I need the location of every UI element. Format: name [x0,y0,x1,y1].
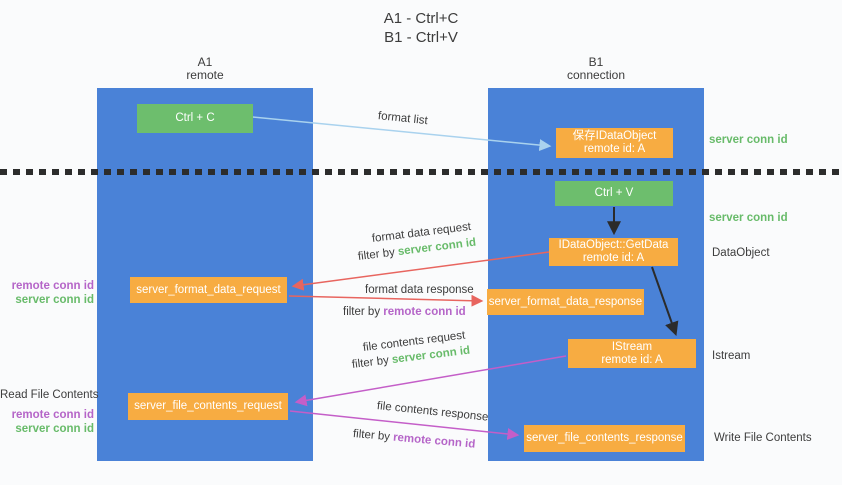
filter-by-remote-conn-id-2: filter by remote conn id [352,427,475,452]
title-line-1: A1 - Ctrl+C [383,10,459,27]
column-b1-name: B1 [588,55,604,69]
filter-by-remote-conn-id-1: filter by remote conn id [343,305,466,319]
column-header-a1: A1 remote [97,56,313,82]
format-data-response-label: format data response [365,284,474,296]
filter-by-text: filter by [352,428,394,444]
column-header-b1: B1 connection [488,56,704,82]
istream-side-label: Istream [712,350,751,362]
filter-by-text: filter by [357,246,399,263]
column-b1-subtitle: connection [566,68,626,82]
server-format-data-response-node: server_format_data_response [487,289,644,315]
file-contents-response-label: file contents response [376,400,489,424]
dataobject-label: DataObject [712,247,770,259]
istream-node: IStream remote id: A [568,339,696,368]
read-file-contents-label: Read File Contents [0,389,99,401]
filter-by-text: filter by [351,354,393,371]
diagram-title: A1 - Ctrl+C B1 - Ctrl+V [0,9,842,47]
left-remote-conn-id-2: remote conn id [11,409,94,421]
save-idataobject-line2: remote id: A [583,143,646,155]
column-a1-subtitle: remote [186,68,224,82]
istream-line2: remote id: A [601,353,663,366]
istream-line1: IStream [611,340,653,353]
format-list-label: format list [377,110,429,128]
ctrl-v-node: Ctrl + V [555,181,673,206]
right-server-conn-id-1: server conn id [709,134,788,146]
write-file-contents-label: Write File Contents [714,432,812,444]
filter-by-text: filter by [343,306,384,318]
getdata-line1: IDataObject::GetData [558,239,669,251]
left-remote-conn-id-1: remote conn id [11,280,94,292]
save-idataobject-line1: 保存IDataObject [572,130,657,142]
server-file-contents-request-label: server_file_contents_request [134,400,282,412]
title-line-2: B1 - Ctrl+V [384,29,458,46]
getdata-line2: remote id: A [582,252,645,264]
server-file-contents-response-node: server_file_contents_response [524,425,685,452]
server-format-data-request-node: server_format_data_request [130,277,287,303]
remote-conn-id-highlight: remote conn id [392,431,476,451]
ctrl-c-label: Ctrl + C [175,112,215,124]
column-a1-name: A1 [197,55,213,69]
right-server-conn-id-2: server conn id [709,212,788,224]
server-format-data-response-label: server_format_data_response [488,295,643,308]
left-server-conn-id-1: server conn id [15,294,94,306]
remote-conn-id-highlight: remote conn id [383,306,466,318]
server-format-data-request-label: server_format_data_request [136,283,281,296]
dashed-separator-line [0,169,842,175]
ctrl-v-label: Ctrl + V [594,187,634,199]
server-file-contents-response-label: server_file_contents_response [526,432,683,444]
server-file-contents-request-node: server_file_contents_request [128,393,288,420]
getdata-node: IDataObject::GetData remote id: A [549,238,678,266]
left-server-conn-id-2: server conn id [15,423,94,435]
save-idataobject-node: 保存IDataObject remote id: A [556,128,673,158]
ctrl-c-node: Ctrl + C [137,104,253,133]
